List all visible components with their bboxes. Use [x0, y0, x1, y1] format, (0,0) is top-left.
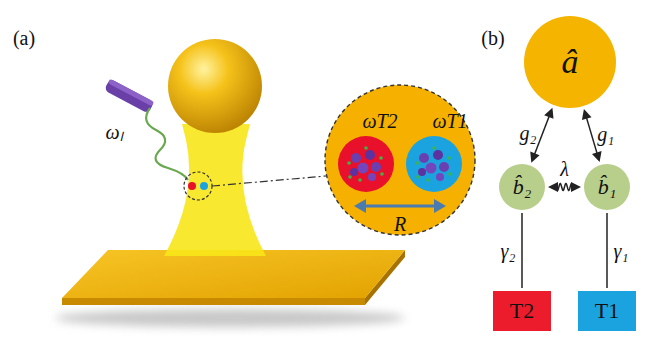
- connector-stroke: [534, 115, 549, 155]
- connector-stroke: [556, 184, 573, 191]
- shape-fill: [578, 291, 636, 331]
- coupling-label: γ₁: [614, 241, 629, 261]
- emitter-frequency: ωT2: [362, 111, 397, 131]
- emitter-frequency: ωT1: [432, 111, 467, 131]
- shape-fill: [584, 164, 630, 210]
- thermal-bath-box: T1: [578, 291, 636, 331]
- cavity-mode-circle: â: [524, 16, 616, 108]
- arrow-head: [582, 109, 592, 120]
- coupling-line: [607, 213, 608, 288]
- coupling-label: λ: [560, 159, 569, 179]
- wavy-coupling: [548, 182, 581, 192]
- laser-frequency: ωₗ: [105, 122, 122, 142]
- arrow-head: [544, 108, 553, 119]
- arrow-head: [530, 152, 539, 163]
- node-text: b̂₁: [598, 176, 617, 198]
- node-text: T1: [595, 300, 619, 322]
- arrow-head: [592, 151, 602, 162]
- shape-fill: [499, 164, 545, 210]
- coupling-label: γ₂: [501, 241, 516, 261]
- node-text: b̂₂: [513, 176, 532, 198]
- emitter-mode-circle: b̂₁: [584, 164, 630, 210]
- connector-stroke: [606, 213, 608, 288]
- panel-label: (b): [481, 28, 504, 48]
- emitter-mode-circle: b̂₂: [499, 164, 545, 210]
- coupling-line: [522, 213, 523, 288]
- shape-fill: [524, 16, 616, 108]
- node-text: â: [562, 45, 579, 79]
- coupling-label: g₁: [597, 124, 614, 144]
- thermal-bath-box: T2: [493, 291, 551, 331]
- coupling-label: g₂: [519, 123, 536, 143]
- connector-stroke: [521, 213, 523, 288]
- arrow-head: [571, 182, 581, 192]
- connector-stroke: [586, 117, 597, 155]
- distance-label: R: [394, 214, 406, 234]
- panel-label: (a): [13, 28, 35, 48]
- shape-fill: [493, 291, 551, 331]
- node-text: T2: [510, 300, 534, 322]
- arrow-head: [548, 182, 558, 192]
